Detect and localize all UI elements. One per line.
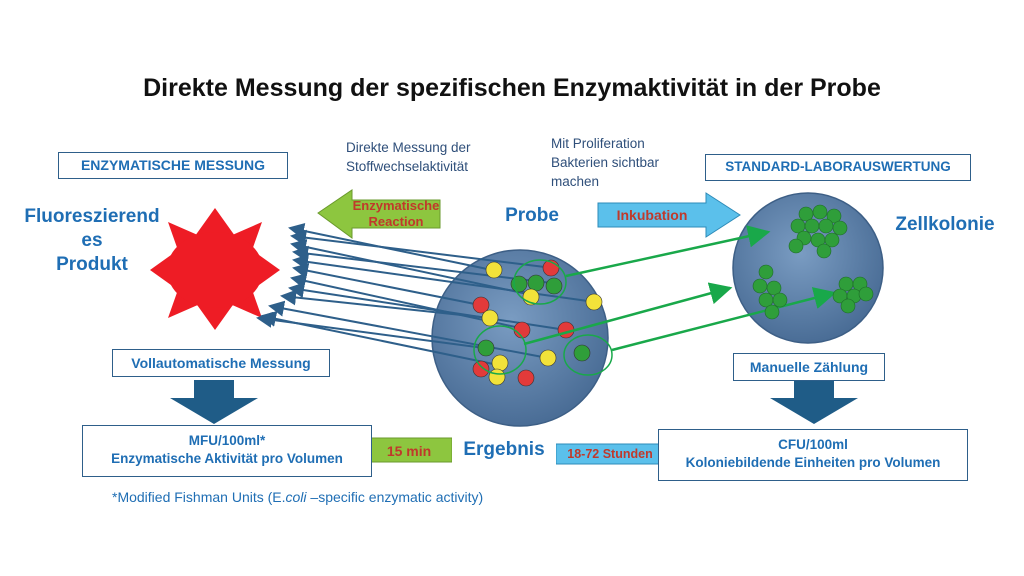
standard-header-box: STANDARD-LABORAUSWERTUNG	[705, 154, 971, 181]
probe-groupings	[473, 259, 613, 376]
ergebnis-box: Ergebnis	[452, 432, 556, 468]
enzymatic-header-box: ENZYMATISCHE MESSUNG	[58, 152, 288, 179]
manuelle-box: Manuelle Zählung	[733, 353, 885, 381]
hours-label: 18-72 Stunden	[567, 447, 653, 461]
down-arrow-left	[170, 380, 258, 424]
probe-label: Probe	[505, 205, 559, 226]
vollautomatische-box: Vollautomatische Messung	[112, 349, 330, 377]
page-title: Direkte Messung der spezifischen Enzymak…	[143, 74, 881, 102]
enzymatic-reaction-label: Enzymatische Reaction	[352, 198, 440, 229]
fluorescent-product-label: Fluoreszierendes Produkt	[24, 206, 160, 275]
footnote: *Modified Fishman Units (E.coli –specifi…	[112, 489, 484, 505]
inkubation-label: Inkubation	[616, 207, 688, 223]
fifteen-min-label: 15 min	[386, 443, 432, 459]
inkubation-arrow	[597, 192, 741, 238]
proliferation-note: Mit Proliferation Bakterien sichtbar mac…	[551, 136, 660, 189]
direct-measure-note: Direkte Messung der Stoffwechselaktivitä…	[346, 140, 471, 174]
cfu-result-box: CFU/100ml Koloniebildende Einheiten pro …	[658, 429, 968, 481]
probe-bacteria	[472, 259, 603, 387]
sun-icon	[150, 208, 280, 330]
enzymatic-reaction-arrow	[317, 189, 441, 239]
down-arrow-right	[770, 380, 858, 424]
colony-bacteria	[752, 204, 874, 320]
proliferation-arrows	[523, 225, 837, 352]
zellkolonie-label: Zellkolonie	[895, 214, 995, 235]
mfu-result-box: MFU/100ml* Enzymatische Aktivität pro Vo…	[82, 425, 372, 477]
